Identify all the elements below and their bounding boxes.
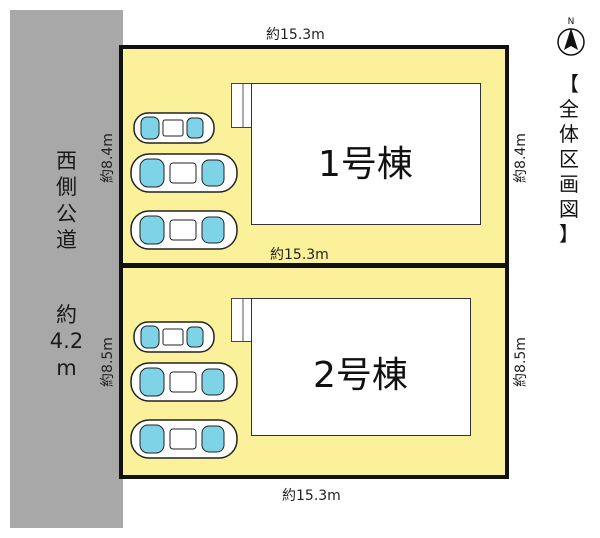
north-arrow-icon: N [557,17,585,56]
road-width: 約 4.2 m [10,302,123,381]
road-width-line: m [56,355,77,380]
overview-title-char: 【 [559,72,579,96]
parked-car [130,210,238,250]
road-width-line: 約 [56,303,77,327]
road-name: 西 側 公 道 [10,148,123,253]
lot-1-left-depth: 約8.4m [99,133,116,183]
parked-car [133,321,215,353]
road-name-char: 道 [56,227,77,252]
lot-2-left-depth: 約8.5m [99,337,116,387]
overview-title-char: 体 [559,122,579,146]
parked-car [130,153,238,193]
overview-title-char: 】 [559,222,579,246]
building-2-footprint[interactable] [251,298,471,436]
lot-1-top-width: 約15.3m [266,27,325,43]
lot-divider-width: 約15.3m [270,247,329,263]
parked-car [133,112,215,144]
building-1-footprint[interactable] [251,83,481,225]
parked-car [130,362,238,402]
overview-map-title: 【 全 体 区 画 図 】 [556,72,582,247]
road-width-line: 4.2 [49,329,84,354]
lot-1-right-depth: 約8.4m [512,133,529,183]
overview-title-char: 区 [559,147,579,171]
road-name-char: 西 [56,149,77,173]
building-2-label: 2号棟 [313,355,408,396]
building-1-label: 1号棟 [318,144,413,185]
overview-title-char: 全 [559,97,579,121]
road-name-char: 側 [56,175,77,200]
lot-2-right-depth: 約8.5m [512,337,529,387]
parked-car [130,419,238,459]
road-name-char: 公 [56,201,77,226]
west-public-road: 西 側 公 道 約 4.2 m [10,10,123,528]
lot-2-bottom-width: 約15.3m [282,488,341,504]
overview-title-char: 画 [559,172,579,196]
overview-title-char: 図 [559,197,579,221]
compass-label: N [568,17,575,27]
